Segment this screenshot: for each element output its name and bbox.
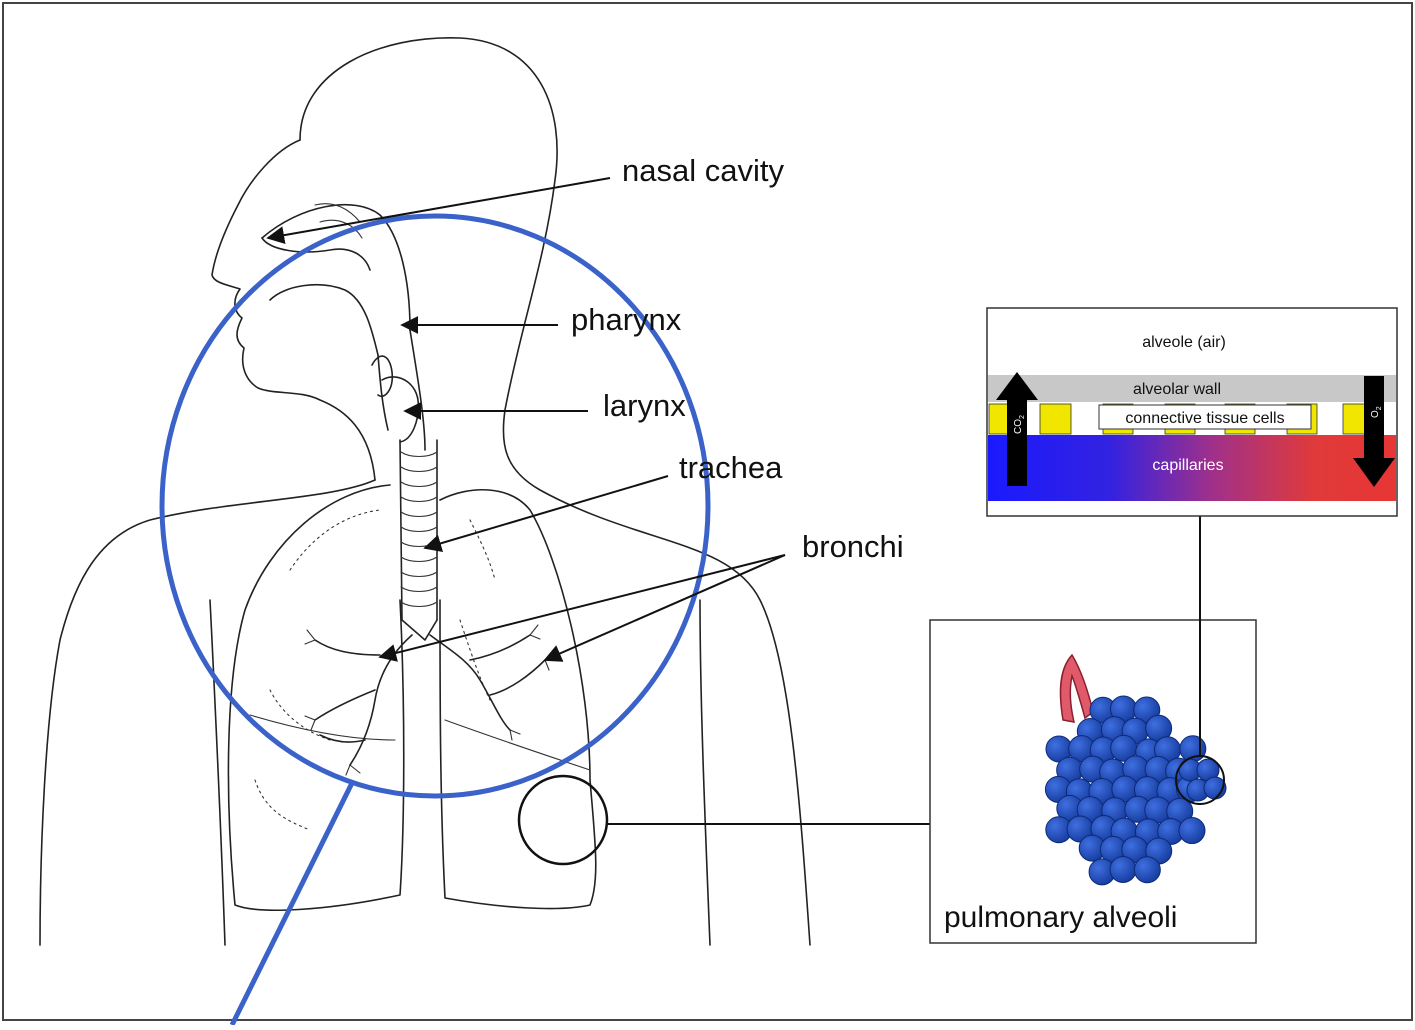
alveolus-ball — [1179, 818, 1205, 844]
alveolar-wall-inset: alveole (air) alveolar wall connective t… — [987, 308, 1397, 516]
alveoli-panel: pulmonary alveoli — [930, 620, 1256, 943]
trachea-arrow — [425, 476, 668, 548]
lungs-drawing — [228, 485, 595, 910]
bronchi-drawing — [305, 625, 555, 775]
label-capillaries: capillaries — [1152, 457, 1223, 474]
label-pharynx: pharynx — [571, 302, 682, 337]
label-alveole-air: alveole (air) — [1142, 334, 1226, 351]
label-nasal-cavity: nasal cavity — [622, 153, 784, 188]
label-pulmonary-alveoli: pulmonary alveoli — [944, 901, 1177, 934]
highlight-pointer-line — [232, 783, 352, 1025]
label-alveolar-wall: alveolar wall — [1133, 381, 1221, 398]
alveolus-ball — [1110, 856, 1136, 882]
label-connective-tissue: connective tissue cells — [1125, 410, 1284, 427]
label-larynx: larynx — [603, 388, 686, 423]
bronchi-arrow-right — [545, 555, 785, 660]
label-trachea: trachea — [679, 450, 783, 485]
label-bronchi: bronchi — [802, 529, 904, 564]
alveolus-ball — [1134, 857, 1160, 883]
trachea-drawing — [400, 440, 437, 640]
